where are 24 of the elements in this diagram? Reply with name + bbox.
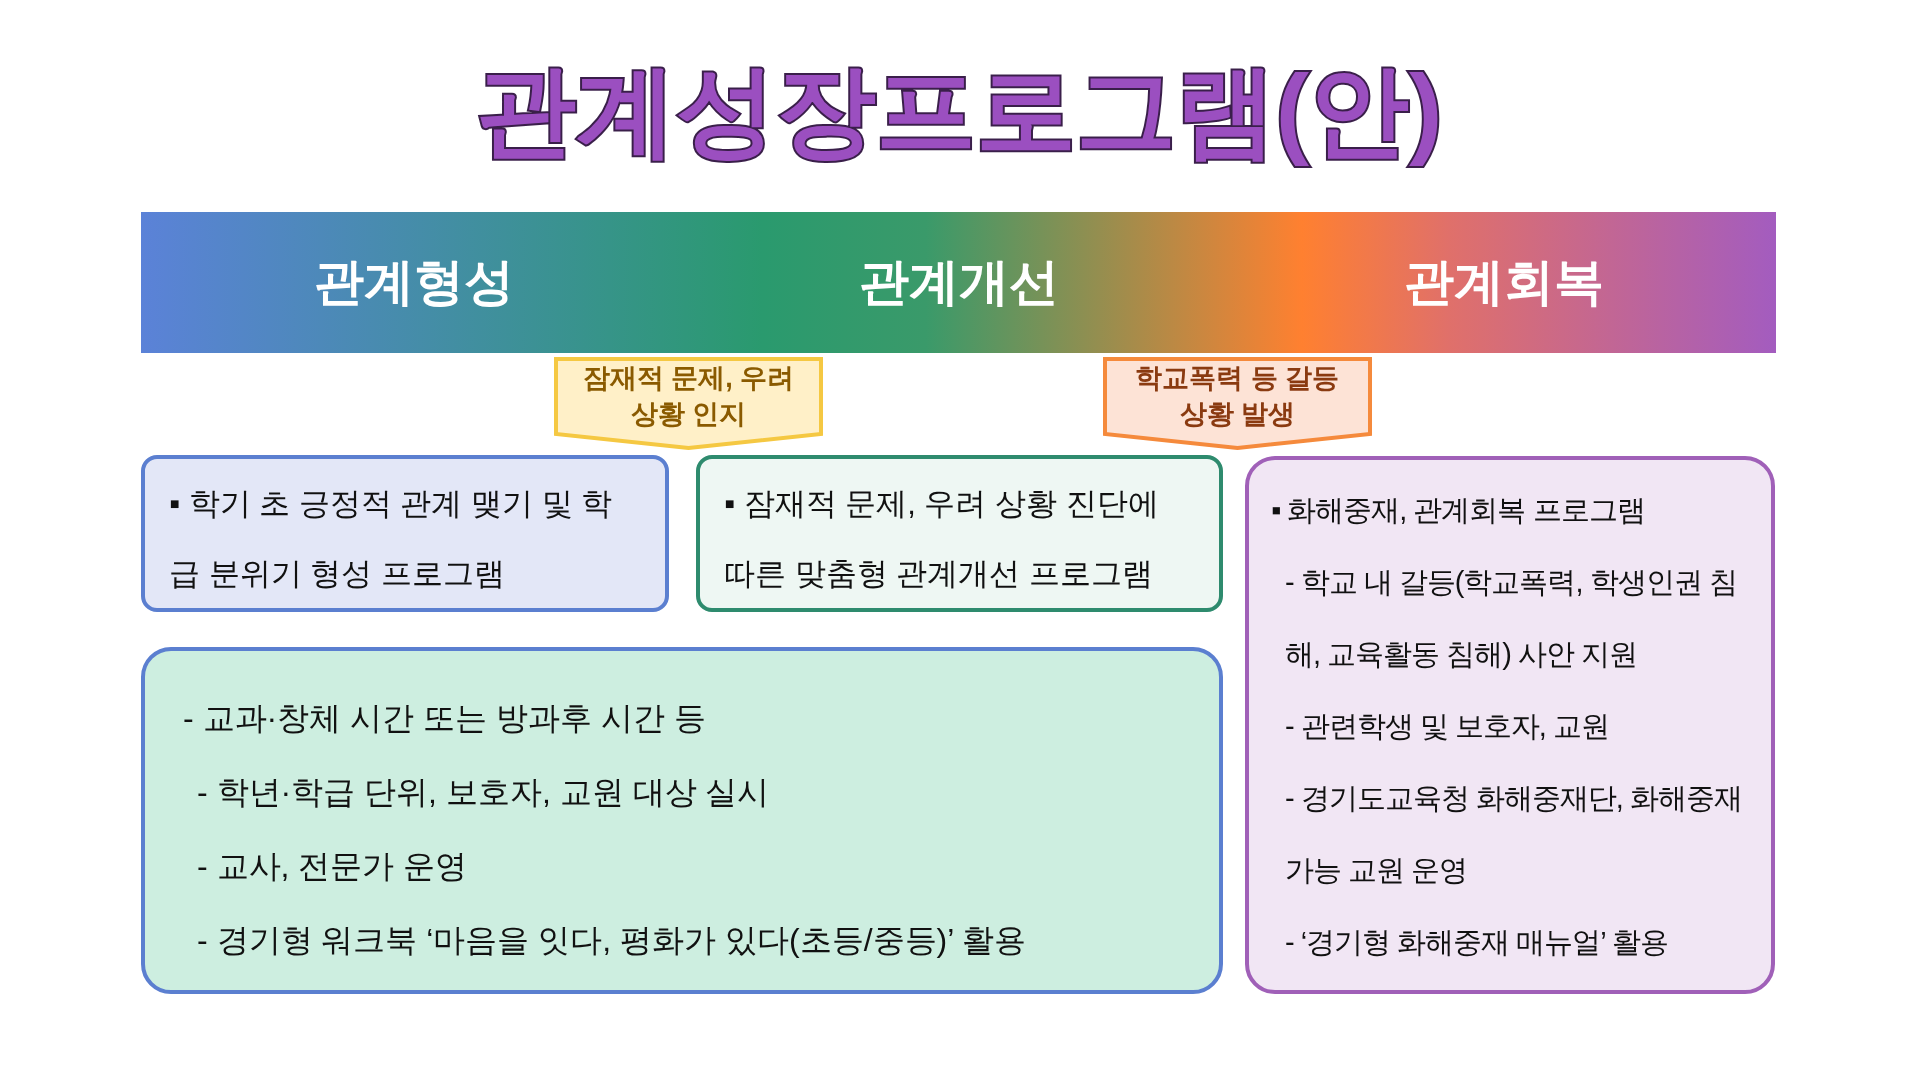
program-text: ▪ 학기 초 긍정적 관계 맺기 및 학급 분위기 형성 프로그램 [169,485,614,593]
program-text: - 관련학생 및 보호자, 교원 [1284,709,1610,744]
stage-label: 관계형성 [312,253,515,312]
callout-badge [1103,357,1372,450]
detail-box [141,647,1223,994]
stage-bar [141,212,1776,353]
program-box [141,455,669,612]
title: 관계성장프로그램(안) [474,53,1444,168]
callout-badge [554,357,823,450]
badge-text: 학교폭력 등 갈등 상황 발생 [1134,362,1341,431]
program-text: - 경기형 워크북 ‘마음을 잇다, 평화가 있다(초등/중등)’ 활용 [196,921,1027,960]
program-text: - 학년·학급 단위, 보호자, 교원 대상 실시 [196,773,771,812]
program-box [696,455,1223,612]
program-text: - 경기도교육청 화해중재단, 화해중재 가능 교원 운영 [1284,781,1743,888]
badge-text: 잠재적 문제, 우려 상황 인지 [581,362,796,431]
program-text: ▪ 잠재적 문제, 우려 상황 진단에 따른 맞춤형 관계개선 프로그램 [724,485,1160,593]
program-text: - 교사, 전문가 운영 [196,847,469,886]
program-text: - 학교 내 갈등(학교폭력, 학생인권 침해, 교육활동 침해) 사안 지원 [1284,565,1738,672]
stage-label: 관계회복 [1402,253,1605,312]
program-text: - 교과·창체 시간 또는 방과후 시간 등 [183,699,707,738]
stage-label: 관계개선 [857,253,1060,312]
program-text: - ‘경기형 화해중재 매뉴얼’ 활용 [1284,925,1669,960]
program-text: ▪ 화해중재, 관계회복 프로그램 [1271,493,1646,528]
program-box [1245,456,1775,994]
